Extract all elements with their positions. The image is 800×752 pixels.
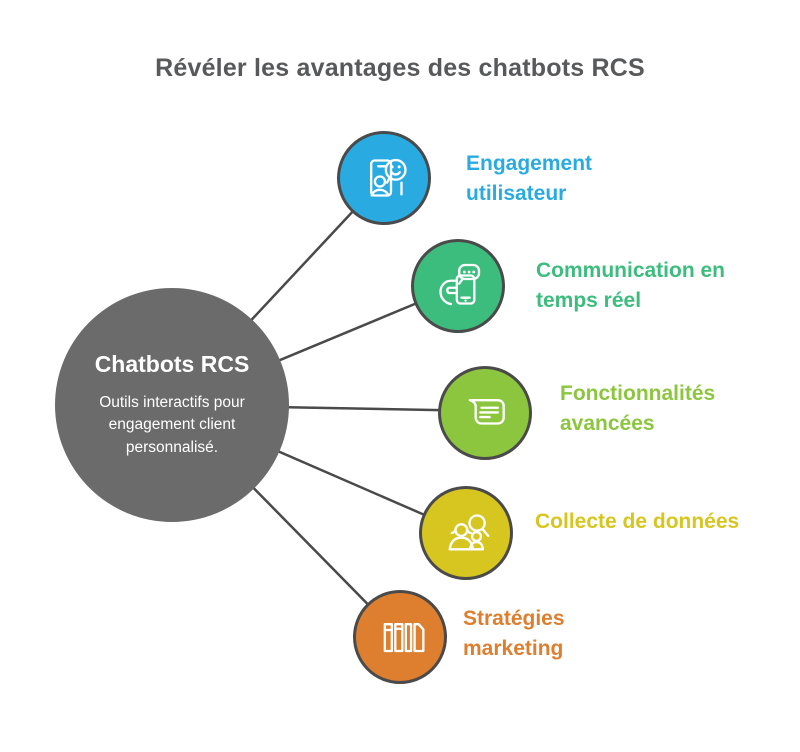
- node-engagement-utilisateur: [337, 131, 431, 225]
- label-communication-temps-reel: Communication en temps réel: [536, 259, 726, 313]
- label-strategies-marketing: Stratégies marketing: [463, 607, 565, 661]
- node-strategies-marketing: [353, 590, 447, 684]
- center-node-description: Outils interactifs pour engagement clien…: [99, 393, 245, 456]
- node-communication-temps-reel: [411, 239, 505, 333]
- phone-user-smiley-icon: [370, 158, 407, 197]
- bar-chart-page-icon: [383, 623, 425, 653]
- chat-bubble-lines-icon: [468, 399, 505, 425]
- label-fonctionnalites-avancees: Fonctionnalités avancées: [560, 382, 716, 436]
- hand-phone-chat-icon: [439, 263, 481, 306]
- label-engagement-utilisateur: Engagement utilisateur: [466, 152, 593, 206]
- center-node-chatbots-rcs: Chatbots RCS Outils interactifs pour eng…: [55, 288, 289, 522]
- people-magnifier-icon: [448, 514, 490, 551]
- node-fonctionnalites-avancees: [438, 366, 532, 460]
- page-title: Révéler les avantages des chatbots RCS: [155, 54, 645, 82]
- label-collecte-de-donnees: Collecte de données: [535, 510, 740, 533]
- node-collecte-de-donnees: [419, 486, 513, 580]
- center-node-title: Chatbots RCS: [94, 350, 250, 377]
